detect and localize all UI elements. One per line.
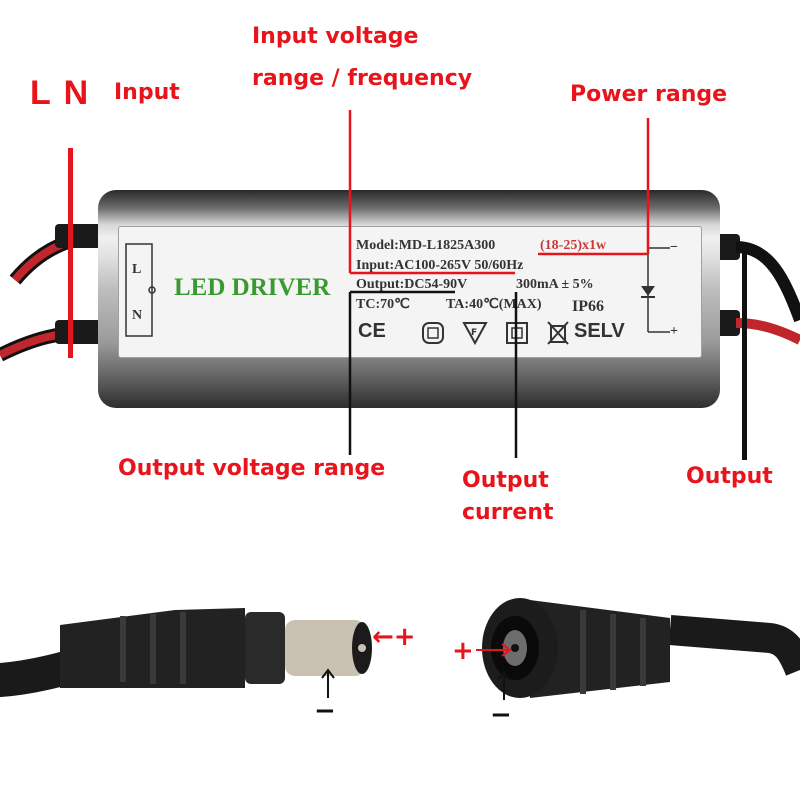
input-voltage-annotation-line2: range / frequency (252, 66, 473, 91)
ce-mark-icon: CE (358, 320, 386, 342)
brand-label: LED DRIVER (174, 274, 331, 301)
current-spec-text: 300mA ± 5% (516, 277, 594, 292)
female-plus-symbol: + (452, 636, 474, 666)
bin-icon (547, 321, 569, 345)
f-mark-icon: F (462, 322, 488, 346)
ln-label: L N (30, 74, 91, 112)
tc-text: TC:70℃ (356, 297, 410, 312)
output-voltage-range-annotation: Output voltage range (118, 456, 386, 481)
terminal-n-label: N (132, 308, 143, 323)
input-voltage-annotation-line1: Input voltage (252, 24, 419, 49)
output-annotation: Output (686, 464, 773, 489)
output-current-annotation-line2: current (462, 500, 554, 525)
selv-text: SELV (574, 320, 625, 342)
ta-text: TA:40℃(MAX) (446, 297, 542, 312)
power-range-annotation: Power range (570, 82, 728, 107)
female-minus-arrow (497, 670, 511, 700)
input-wires (0, 148, 106, 362)
diode-icon (641, 247, 670, 333)
male-dc-connector (0, 608, 372, 697)
output-minus-label: − (670, 240, 678, 255)
class-ii-icon (422, 322, 444, 344)
male-minus-symbol: − (314, 696, 336, 726)
male-minus-arrow (321, 668, 335, 698)
terminal-l-label: L (132, 262, 142, 277)
output-spec-text: Output:DC54-90V (356, 277, 468, 292)
male-plus-symbol: ←+ (372, 622, 416, 652)
female-minus-symbol: − (490, 700, 512, 730)
input-terminal-diagram (125, 243, 156, 337)
power-text: (18-25)x1w (540, 238, 607, 253)
female-plus-arrow (476, 643, 512, 657)
svg-text:F: F (471, 328, 477, 338)
leader-lines (348, 110, 650, 458)
output-plus-label: + (670, 324, 678, 339)
input-annotation: Input (114, 80, 180, 105)
model-text: Model:MD-L1825A300 (356, 238, 496, 253)
ip-rating-text: IP66 (572, 298, 604, 315)
female-dc-connector (482, 598, 800, 698)
output-current-annotation-line1: Output (462, 468, 549, 493)
input-spec-text: Input:AC100-265V 50/60Hz (356, 258, 524, 273)
